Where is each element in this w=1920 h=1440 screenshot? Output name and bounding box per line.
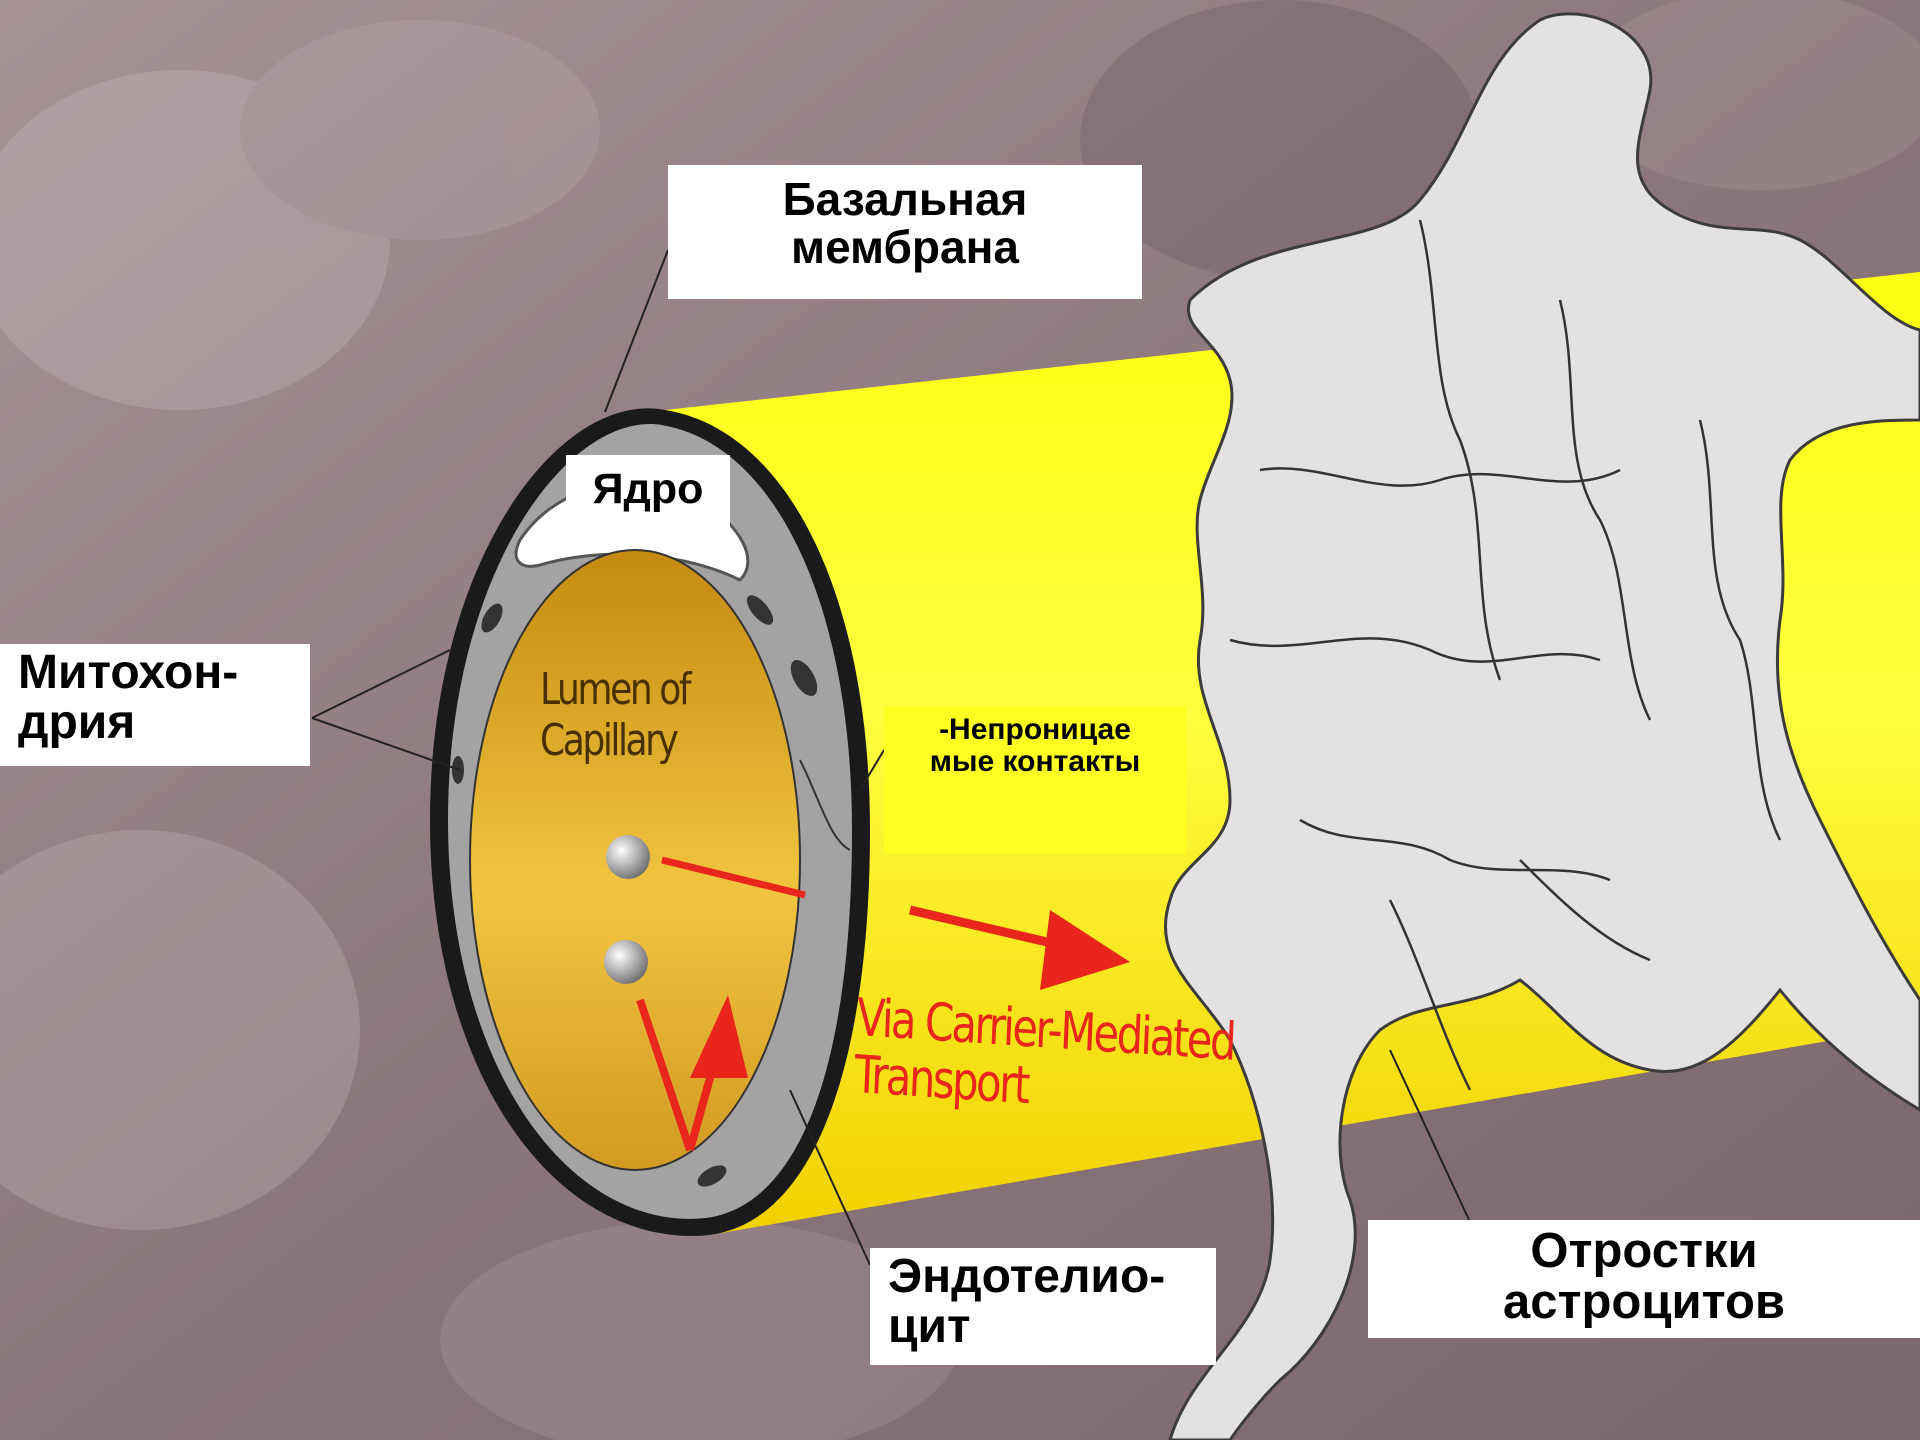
lumen-caption-line-2: Capillary <box>540 716 689 767</box>
label-astrocyte-processes-line-2: астроцитов <box>1368 1277 1920 1328</box>
label-endothelial-cell: Эндотелио- цит <box>870 1248 1216 1365</box>
lumen-caption: Lumen of Capillary <box>540 665 689 766</box>
label-nucleus-text: Ядро <box>566 467 730 512</box>
label-nucleus: Ядро <box>566 455 730 530</box>
label-endothelial-cell-line-2: цит <box>888 1302 1216 1352</box>
molecule-2 <box>604 940 648 984</box>
label-tight-junctions: -Непроницае мые контакты <box>884 706 1186 854</box>
transport-caption: Via Carrier-Mediated Transport <box>853 990 1235 1129</box>
lumen-caption-line-1: Lumen of <box>540 665 689 716</box>
label-mitochondria: Митохон- дрия <box>0 644 310 766</box>
label-basal-membrane-line-1: Базальная <box>668 175 1142 223</box>
molecule-1 <box>606 835 650 879</box>
label-mitochondria-line-1: Митохон- <box>18 648 310 698</box>
label-tight-junctions-line-1: -Непроницае <box>884 714 1186 746</box>
label-basal-membrane: Базальная мембрана <box>668 165 1142 299</box>
label-astrocyte-processes-line-1: Отростки <box>1368 1226 1920 1277</box>
label-astrocyte-processes: Отростки астроцитов <box>1368 1220 1920 1338</box>
label-basal-membrane-line-2: мембрана <box>668 223 1142 271</box>
label-mitochondria-line-2: дрия <box>18 698 310 748</box>
label-tight-junctions-line-2: мые контакты <box>884 746 1186 778</box>
label-endothelial-cell-line-1: Эндотелио- <box>888 1252 1216 1302</box>
